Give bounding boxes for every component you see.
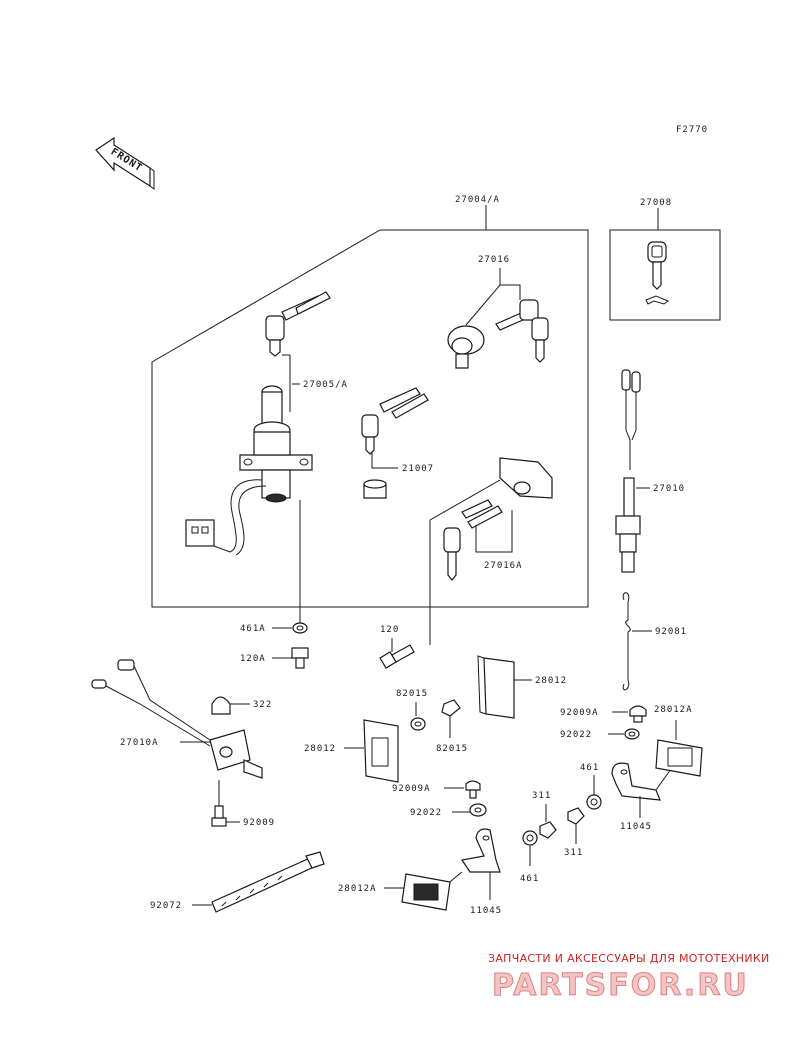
- cap-322: 322: [211, 696, 272, 715]
- key-icon: [295, 291, 331, 315]
- screw-92009a-mid: 92009A: [392, 780, 481, 799]
- watermark: ЗАПЧАСТИ И АКСЕССУАРЫ ДЛЯ МОТОТЕХНИКИ PA…: [488, 952, 770, 1004]
- ignition-switch: 27005/A: [185, 291, 348, 625]
- label-311-b: 311: [564, 848, 583, 858]
- key-icon: [443, 499, 493, 581]
- washer-92022-mid: 92022: [410, 803, 487, 818]
- label-27008: 27008: [640, 198, 672, 208]
- label-322: 322: [253, 700, 272, 710]
- spring-92081: 92081: [622, 592, 687, 691]
- label-92072: 92072: [150, 901, 182, 911]
- lock-cylinder-27016: 27016: [447, 255, 549, 369]
- label-311-a: 311: [532, 791, 551, 801]
- washer-92022-right: 92022: [560, 728, 640, 740]
- key-icon: [531, 317, 549, 363]
- washer-461a: 461A: [240, 622, 308, 634]
- reflector-28012-top: 28012: [477, 655, 567, 719]
- watermark-brand: PARTSFOR.RU: [492, 968, 749, 1003]
- screw-92009a-right: 92009A: [560, 705, 647, 723]
- label-27016a: 27016A: [484, 561, 523, 571]
- label-28012-left: 28012: [304, 744, 336, 754]
- label-27010a: 27010A: [120, 738, 159, 748]
- label-461-right: 461: [580, 763, 599, 773]
- label-92009a-right: 92009A: [560, 708, 599, 718]
- washer-461-bottom: 461: [520, 830, 539, 884]
- label-27010: 27010: [653, 484, 685, 494]
- label-28012-top: 28012: [535, 676, 567, 686]
- label-28012a-bottom: 28012A: [338, 884, 377, 894]
- label-28012a-right: 28012A: [654, 705, 693, 715]
- bolt-120: 120: [379, 625, 415, 669]
- label-27005: 27005/A: [303, 380, 348, 390]
- nut-82015-b: 82015: [436, 699, 468, 754]
- label-461-bottom: 461: [520, 874, 539, 884]
- label-82015-a: 82015: [396, 689, 428, 699]
- label-21007: 21007: [402, 464, 434, 474]
- label-11045-right: 11045: [620, 822, 652, 832]
- front-arrow-icon: FRONT: [95, 136, 155, 190]
- lock-27016a: 27016A: [429, 457, 553, 645]
- key-icon: [467, 505, 503, 529]
- reflector-28012-left: 28012: [304, 719, 399, 783]
- key-icon: [391, 393, 429, 419]
- screw-92009: 92009: [211, 780, 275, 828]
- label-92009a-mid: 92009A: [392, 784, 431, 794]
- spare-key-box: 27008: [609, 198, 721, 321]
- key-icon: [495, 299, 539, 331]
- lock-21007: 21007: [361, 387, 434, 499]
- washer-461-right: 461: [580, 763, 602, 810]
- bracket-11045-right: 11045: [611, 761, 677, 832]
- bolt-120a: 120A: [240, 647, 309, 669]
- switch-27010a: 27010A: [91, 659, 263, 779]
- reflector-28012a-bottom: 28012A: [338, 873, 451, 911]
- label-27004: 27004/A: [455, 195, 500, 205]
- ignition-set-frame: 27004/A: [151, 195, 589, 608]
- key-icon: [361, 387, 421, 455]
- label-92081: 92081: [655, 627, 687, 637]
- label-120a: 120A: [240, 654, 266, 664]
- label-11045-bottom: 11045: [470, 906, 502, 916]
- label-461a: 461A: [240, 624, 266, 634]
- key-icon: [645, 241, 669, 305]
- switch-27010: 27010: [615, 369, 685, 573]
- diagram-code: F2770: [676, 125, 708, 135]
- nut-311-b: 311: [564, 807, 585, 858]
- label-92022-mid: 92022: [410, 808, 442, 818]
- label-27016: 27016: [478, 255, 510, 265]
- nut-311-a: 311: [532, 791, 557, 839]
- watermark-tagline: ЗАПЧАСТИ И АКСЕССУАРЫ ДЛЯ МОТОТЕХНИКИ: [488, 952, 770, 965]
- label-92009: 92009: [243, 818, 275, 828]
- reflector-28012a-right: 28012A: [654, 705, 703, 777]
- label-120: 120: [380, 625, 399, 635]
- label-92022-right: 92022: [560, 730, 592, 740]
- nut-82015-a: 82015: [396, 689, 428, 731]
- bracket-11045-bottom: 11045: [439, 828, 502, 916]
- cable-tie-92072: 92072: [150, 851, 325, 913]
- label-82015-b: 82015: [436, 744, 468, 754]
